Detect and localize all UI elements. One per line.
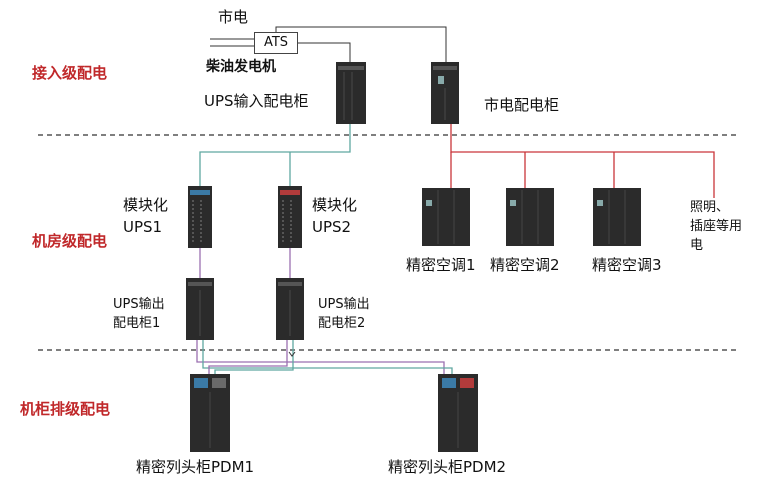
ups2-label-line1: 模块化: [312, 196, 358, 214]
level-room: 机房级配电: [32, 232, 108, 250]
out1-to-pdm-wire: [196, 340, 445, 374]
mains-to-distribution-wire: [275, 26, 447, 62]
ats-switch: ATS: [254, 32, 298, 54]
mains-distribution-cabinet: [431, 62, 459, 124]
ups-input-cabinet: [336, 62, 366, 124]
out2-to-pdm-wire: [208, 340, 288, 374]
ups-output1-label-line2: 配电柜1: [113, 316, 161, 331]
precision-ac3: [593, 188, 641, 246]
ups1-label-line1: 模块化: [123, 196, 169, 214]
ups-output-cabinet1: [186, 278, 214, 340]
level-rack-row: 机柜排级配电: [20, 400, 111, 418]
ups-output2-label-line1: UPS输出: [318, 297, 370, 312]
other-load-line1: 照明、: [690, 200, 730, 215]
ac3-label: 精密空调3: [592, 256, 662, 274]
modular-ups2-cabinet: [278, 186, 302, 248]
ac1-label: 精密空调1: [406, 256, 476, 274]
modular-ups1-cabinet: [188, 186, 212, 248]
ups-output1-label-line1: UPS输出: [113, 297, 165, 312]
pdm1-cabinet: [190, 374, 230, 452]
ats-to-ups-input-wire: [298, 42, 351, 62]
precision-ac2: [506, 188, 554, 246]
mains-feed-wire: [450, 124, 715, 198]
generator-label: 柴油发电机: [206, 59, 276, 75]
pdm2-label: 精密列头柜PDM2: [388, 458, 507, 476]
other-load-line3: 电: [690, 238, 704, 253]
level-access: 接入级配电: [32, 64, 108, 82]
ups-input-cabinet-label: UPS输入配电柜: [204, 92, 309, 110]
mains-distribution-label: 市电配电柜: [484, 96, 560, 114]
other-load-line2: 插座等用: [690, 219, 743, 234]
ups-output2-label-line2: 配电柜2: [318, 316, 366, 331]
ups2-label-line2: UPS2: [312, 218, 352, 236]
pdm2-cabinet: [438, 374, 478, 452]
mains-label: 市电: [218, 8, 249, 26]
pdm1-label: 精密列头柜PDM1: [136, 458, 255, 476]
ups1-label-line2: UPS1: [123, 218, 163, 236]
ups-feed-wire: [199, 124, 351, 186]
ups-output-cabinet2: [276, 278, 304, 340]
precision-ac1: [422, 188, 470, 246]
ac2-label: 精密空调2: [490, 256, 560, 274]
